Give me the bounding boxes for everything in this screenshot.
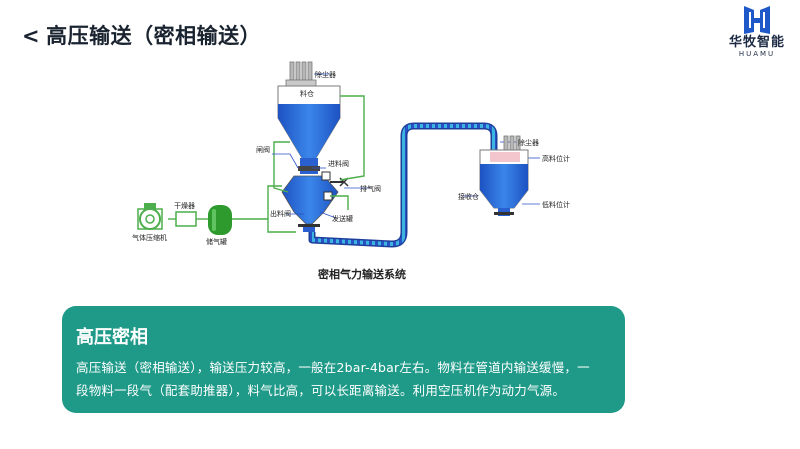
air-lines: [168, 95, 365, 233]
label-dryer: 干燥器: [174, 201, 195, 210]
feed-valve-symbol: [321, 171, 331, 181]
info-card: 高压密相 高压输送（密相输送），输送压力较高，一般在2bar-4bar左右。物料…: [62, 306, 625, 413]
label-discharge-valve: 出料阀: [270, 209, 291, 218]
label-air-tank: 储气罐: [206, 237, 227, 246]
air-compressor: [137, 203, 163, 230]
label-exhaust-valve: 排气阀: [360, 184, 381, 193]
top-dust-collector: [285, 61, 317, 87]
receiving-bin: [479, 149, 529, 216]
label-silo: 料仓: [300, 89, 314, 98]
info-card-title: 高压密相: [76, 327, 148, 348]
label-gate-valve: 闸阀: [256, 145, 270, 154]
huamu-logo-icon: [744, 6, 770, 34]
label-air-compressor: 气体压缩机: [132, 233, 167, 242]
label-feed-valve: 进料阀: [328, 159, 349, 168]
air-tank: [208, 205, 232, 235]
page-title-text: 高压输送（密相输送）: [46, 24, 262, 48]
label-high-level: 高料位计: [542, 154, 570, 163]
info-card-line-2: 段物料一段气（配套助推器），料气比高，可以长距离输送。利用空压机作为动力气源。: [76, 383, 566, 398]
back-chevron: <: [22, 24, 41, 48]
sending-tank: [281, 175, 339, 232]
page-title: <高压输送（密相输送）: [22, 20, 261, 50]
diagram-caption: 密相气力输送系统: [318, 267, 406, 281]
label-dust-collector-top: 除尘器: [315, 70, 336, 79]
conveying-pipe: [310, 124, 496, 246]
dryer: [175, 211, 197, 227]
company-logo: 华牧智能 HUAMU: [722, 4, 792, 62]
info-card-line-1: 高压输送（密相输送），输送压力较高，一般在2bar-4bar左右。物料在管道内输…: [76, 360, 590, 375]
pneumatic-conveying-diagram: 除尘器 料仓 闸阀 进料阀 排气阀 出料阀 发送罐 干燥器 气体压缩机 储气罐 …: [132, 61, 570, 281]
info-card-body: 高压输送（密相输送），输送压力较高，一般在2bar-4bar左右。物料在管道内输…: [76, 356, 611, 402]
logo-english-text: HUAMU: [738, 50, 776, 58]
label-receiving-bin: 接收仓: [458, 192, 479, 201]
label-low-level: 低料位计: [542, 200, 570, 209]
logo-chinese-text: 华牧智能: [728, 35, 785, 50]
label-sending-tank: 发送罐: [332, 214, 353, 223]
label-dust-collector-right: 除尘器: [518, 138, 539, 147]
gate-valve: [298, 166, 320, 171]
